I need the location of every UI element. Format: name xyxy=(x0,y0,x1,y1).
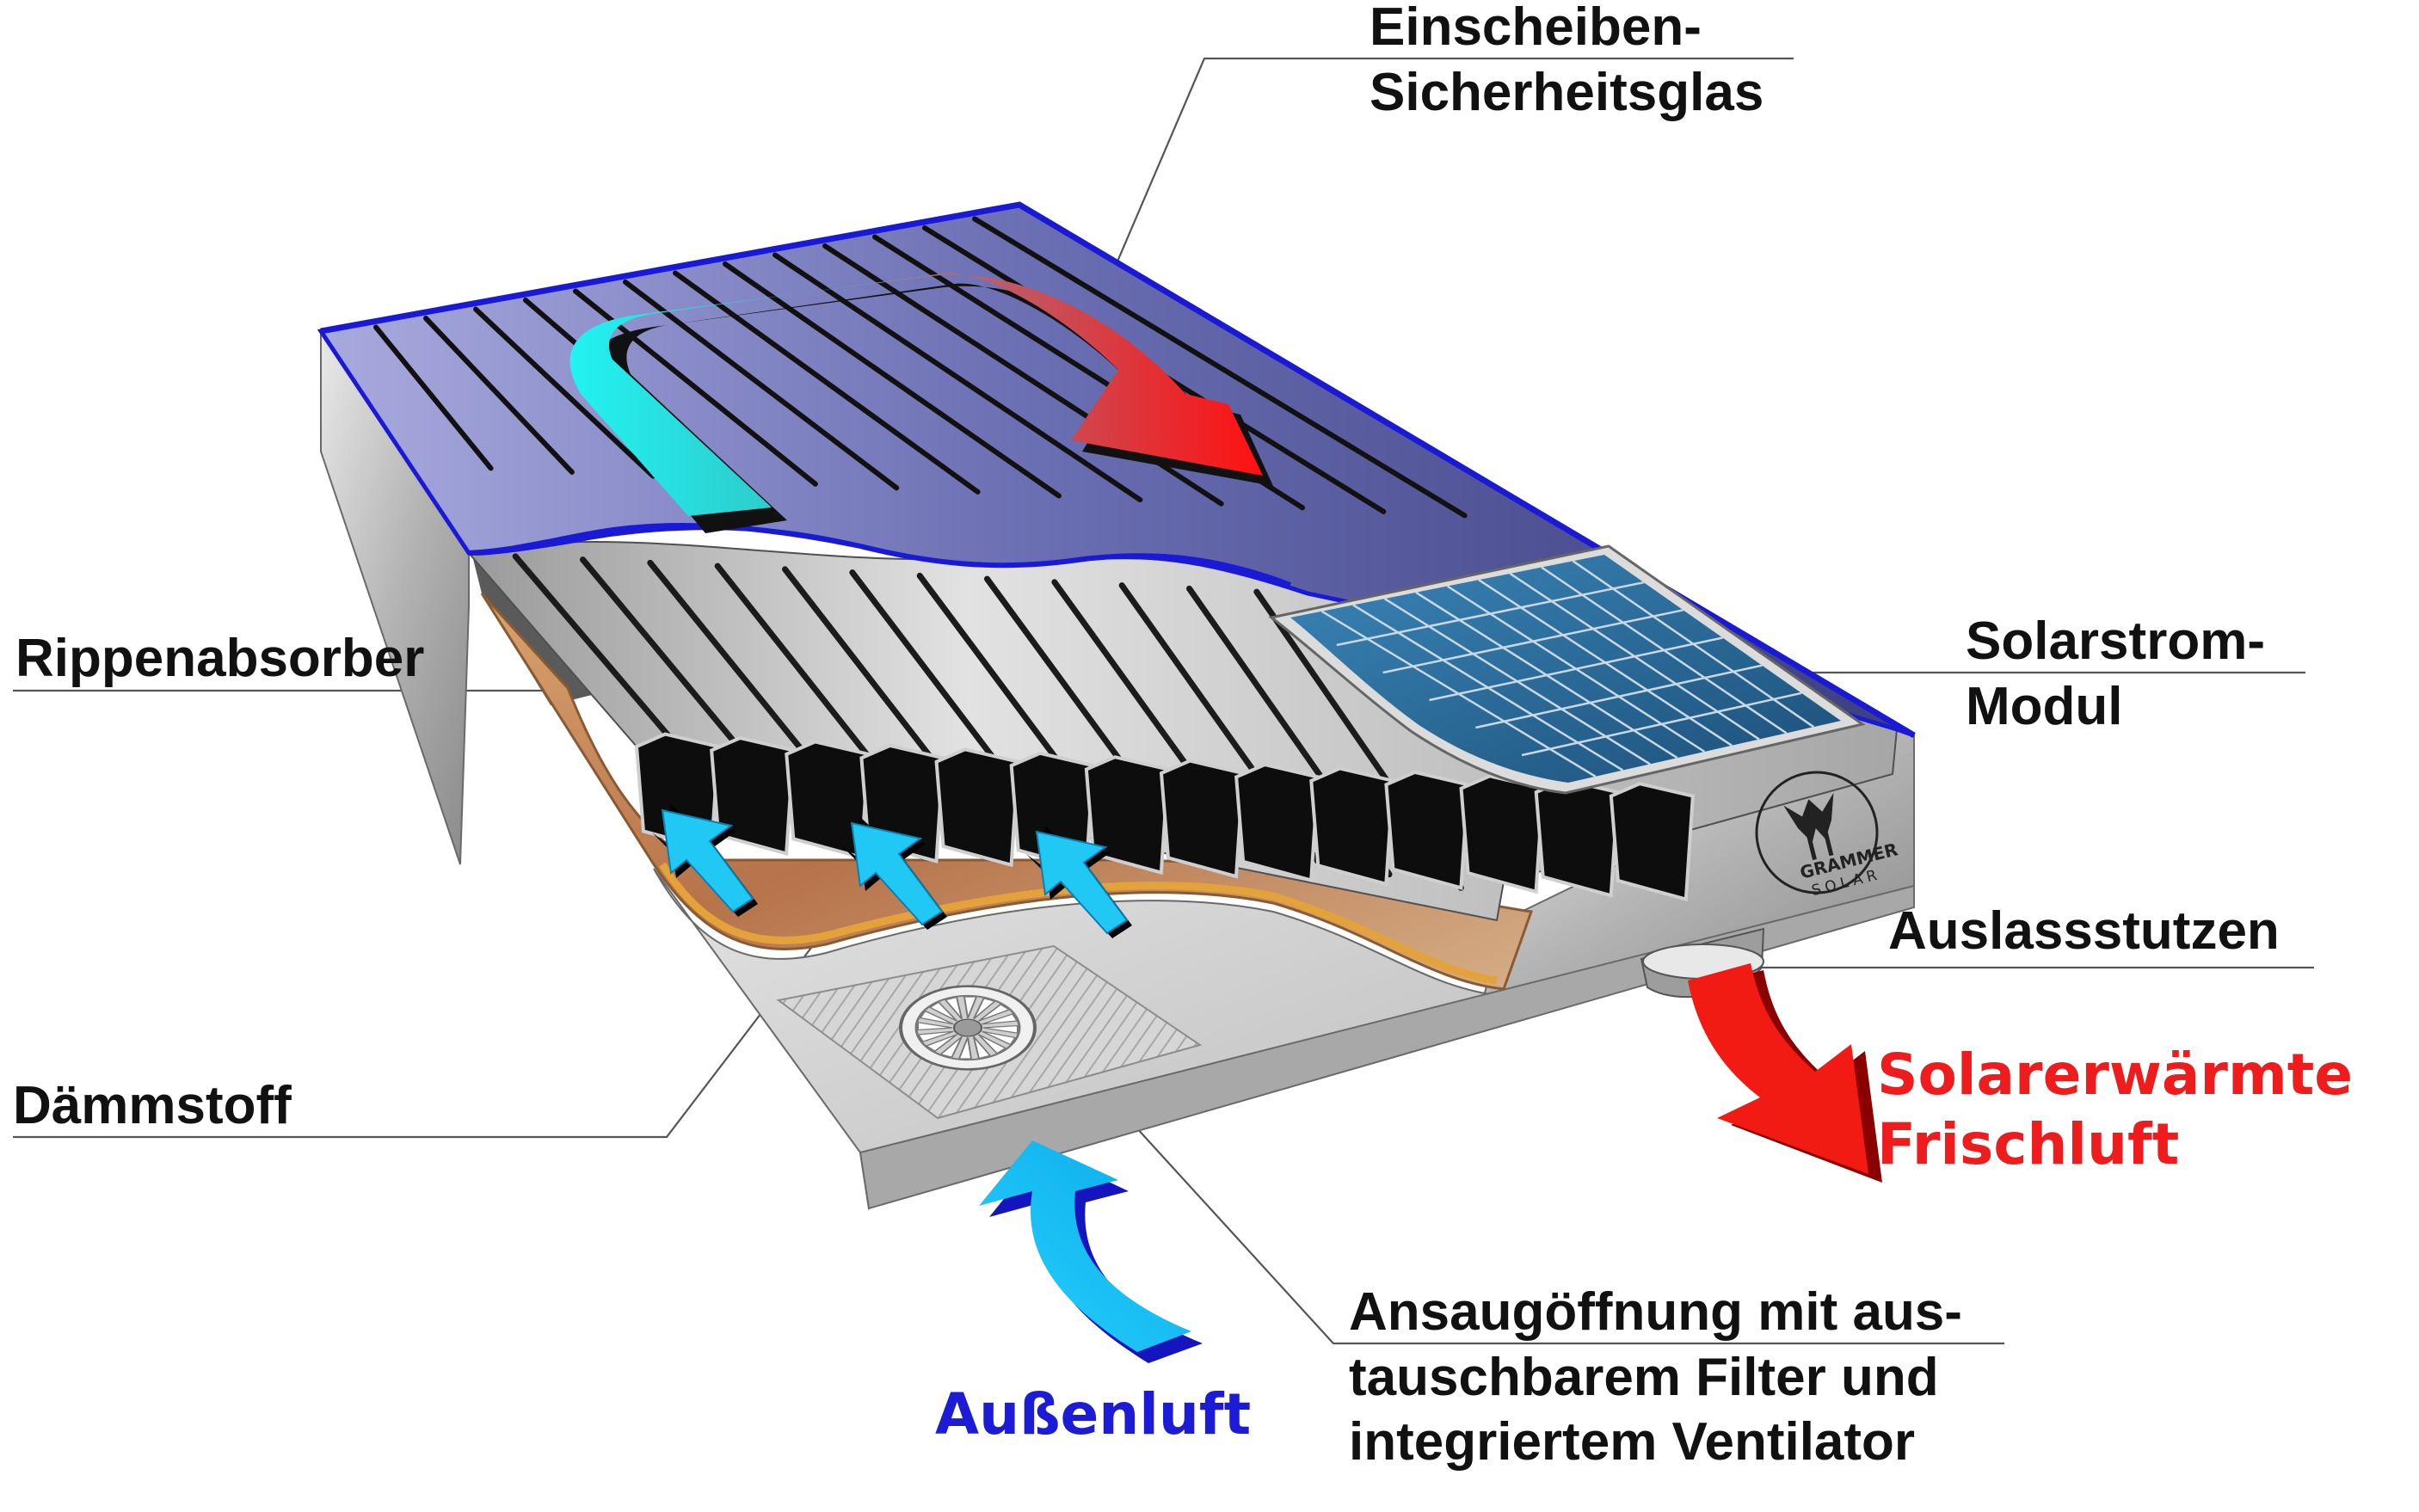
glass-slat-line xyxy=(972,216,1468,519)
fan-blade xyxy=(972,997,997,1020)
glass-slat-line xyxy=(772,252,1143,503)
label-outlet-text: Auslassstutzen xyxy=(1888,901,2280,961)
fan-blade xyxy=(928,1001,958,1022)
glass-slat-line xyxy=(623,280,900,491)
label-intake-line-2: tauschbarem Filter und xyxy=(1349,1347,1939,1407)
fan-blade xyxy=(917,1030,954,1042)
glass-slat-line xyxy=(373,324,494,471)
fan-blade xyxy=(917,1022,953,1031)
label-absorber: Rippenabsorber xyxy=(15,626,424,691)
inner-air-arrows xyxy=(652,804,1132,938)
fan-icon xyxy=(899,985,1037,1071)
label-outlet: Auslassstutzen xyxy=(1888,899,2280,964)
label-glass: Einscheiben- Sicherheitsglas xyxy=(1370,0,1763,125)
label-glass-line-1: Einscheiben- xyxy=(1370,0,1702,57)
pv-grid-line xyxy=(1382,609,1683,674)
arrow-body xyxy=(850,821,944,926)
absorber-channel xyxy=(1384,770,1470,890)
fan-blade xyxy=(963,996,978,1018)
absorber-channel xyxy=(1459,774,1545,894)
fan-blade xyxy=(944,996,963,1019)
label-intake-line-1: Ansaugöffnung mit aus- xyxy=(1349,1282,1962,1342)
absorber-channel xyxy=(1609,782,1695,902)
fan-blade xyxy=(939,1036,963,1059)
fan-blade xyxy=(977,1003,1011,1022)
arrow-body xyxy=(1035,830,1129,935)
pv-grid-line xyxy=(1429,636,1723,702)
air-flow-u-arrow-icon xyxy=(569,273,1273,533)
inner-air-arrow-icon xyxy=(841,817,947,930)
absorber-rib-line xyxy=(512,553,676,744)
absorber-channel xyxy=(1534,778,1620,898)
pv-grid-line xyxy=(1475,664,1763,729)
label-intake: Ansaugöffnung mit aus- tauschbarem Filte… xyxy=(1349,1280,1962,1475)
inner-air-arrow-icon xyxy=(652,804,758,917)
label-warm-air: Solarerwärmte Frischluft xyxy=(1877,1041,2353,1179)
glass-slat-line xyxy=(673,270,981,495)
leader-lines xyxy=(13,57,2314,1345)
cold-air-arrow-icon xyxy=(979,1140,1203,1363)
label-warm-air-line-1: Solarerwärmte xyxy=(1877,1042,2354,1108)
absorber-rib-line xyxy=(714,562,891,784)
warm-air-arrow-icon xyxy=(1688,963,1882,1183)
glass-slat-line xyxy=(423,316,575,475)
fan-blade xyxy=(919,1010,954,1025)
label-outside-air: Außenluft xyxy=(935,1380,1251,1450)
fan-blade xyxy=(957,1037,973,1060)
inner-air-arrow-icon xyxy=(1026,826,1132,938)
absorber-rib-line xyxy=(647,559,819,771)
absorber-channel xyxy=(1159,759,1246,879)
glass-slat-line xyxy=(723,261,1062,499)
label-insulation: Dämmstoff xyxy=(13,1073,292,1139)
arrow-body xyxy=(661,808,754,913)
leader-glass xyxy=(1082,57,1794,341)
fan-blade xyxy=(977,1034,1007,1054)
absorber-channel xyxy=(1234,762,1320,883)
fan-blade xyxy=(982,1030,1017,1046)
label-pv-module: Solarstrom- Modul xyxy=(1966,609,2265,739)
label-intake-line-3: integriertem Ventilator xyxy=(1349,1412,1916,1472)
absorber-channel xyxy=(934,747,1020,868)
fan-blade xyxy=(982,1024,1019,1034)
label-glass-line-2: Sicherheitsglas xyxy=(1370,62,1764,122)
label-insulation-text: Dämmstoff xyxy=(13,1076,292,1135)
glass-slat-line xyxy=(473,306,656,479)
glass-cut-edge xyxy=(468,523,1292,587)
fan-blade xyxy=(982,1013,1019,1025)
fan-blade xyxy=(925,1034,958,1053)
leader-intake xyxy=(1135,1126,2004,1345)
label-warm-air-line-2: Frischluft xyxy=(1877,1110,2180,1177)
fan-blade xyxy=(972,1036,992,1060)
absorber-channels xyxy=(634,732,1695,902)
absorber-rib-line xyxy=(580,556,748,757)
label-outside-air-text: Außenluft xyxy=(935,1381,1252,1447)
pv-module xyxy=(1268,544,1866,795)
absorber-channel xyxy=(1309,766,1395,887)
label-absorber-text: Rippenabsorber xyxy=(15,629,425,688)
label-pv-line-1: Solarstrom- xyxy=(1966,612,2265,671)
label-pv-line-2: Modul xyxy=(1966,676,2123,736)
pv-grid-line xyxy=(1521,691,1802,757)
pv-grid-line xyxy=(1336,581,1645,647)
